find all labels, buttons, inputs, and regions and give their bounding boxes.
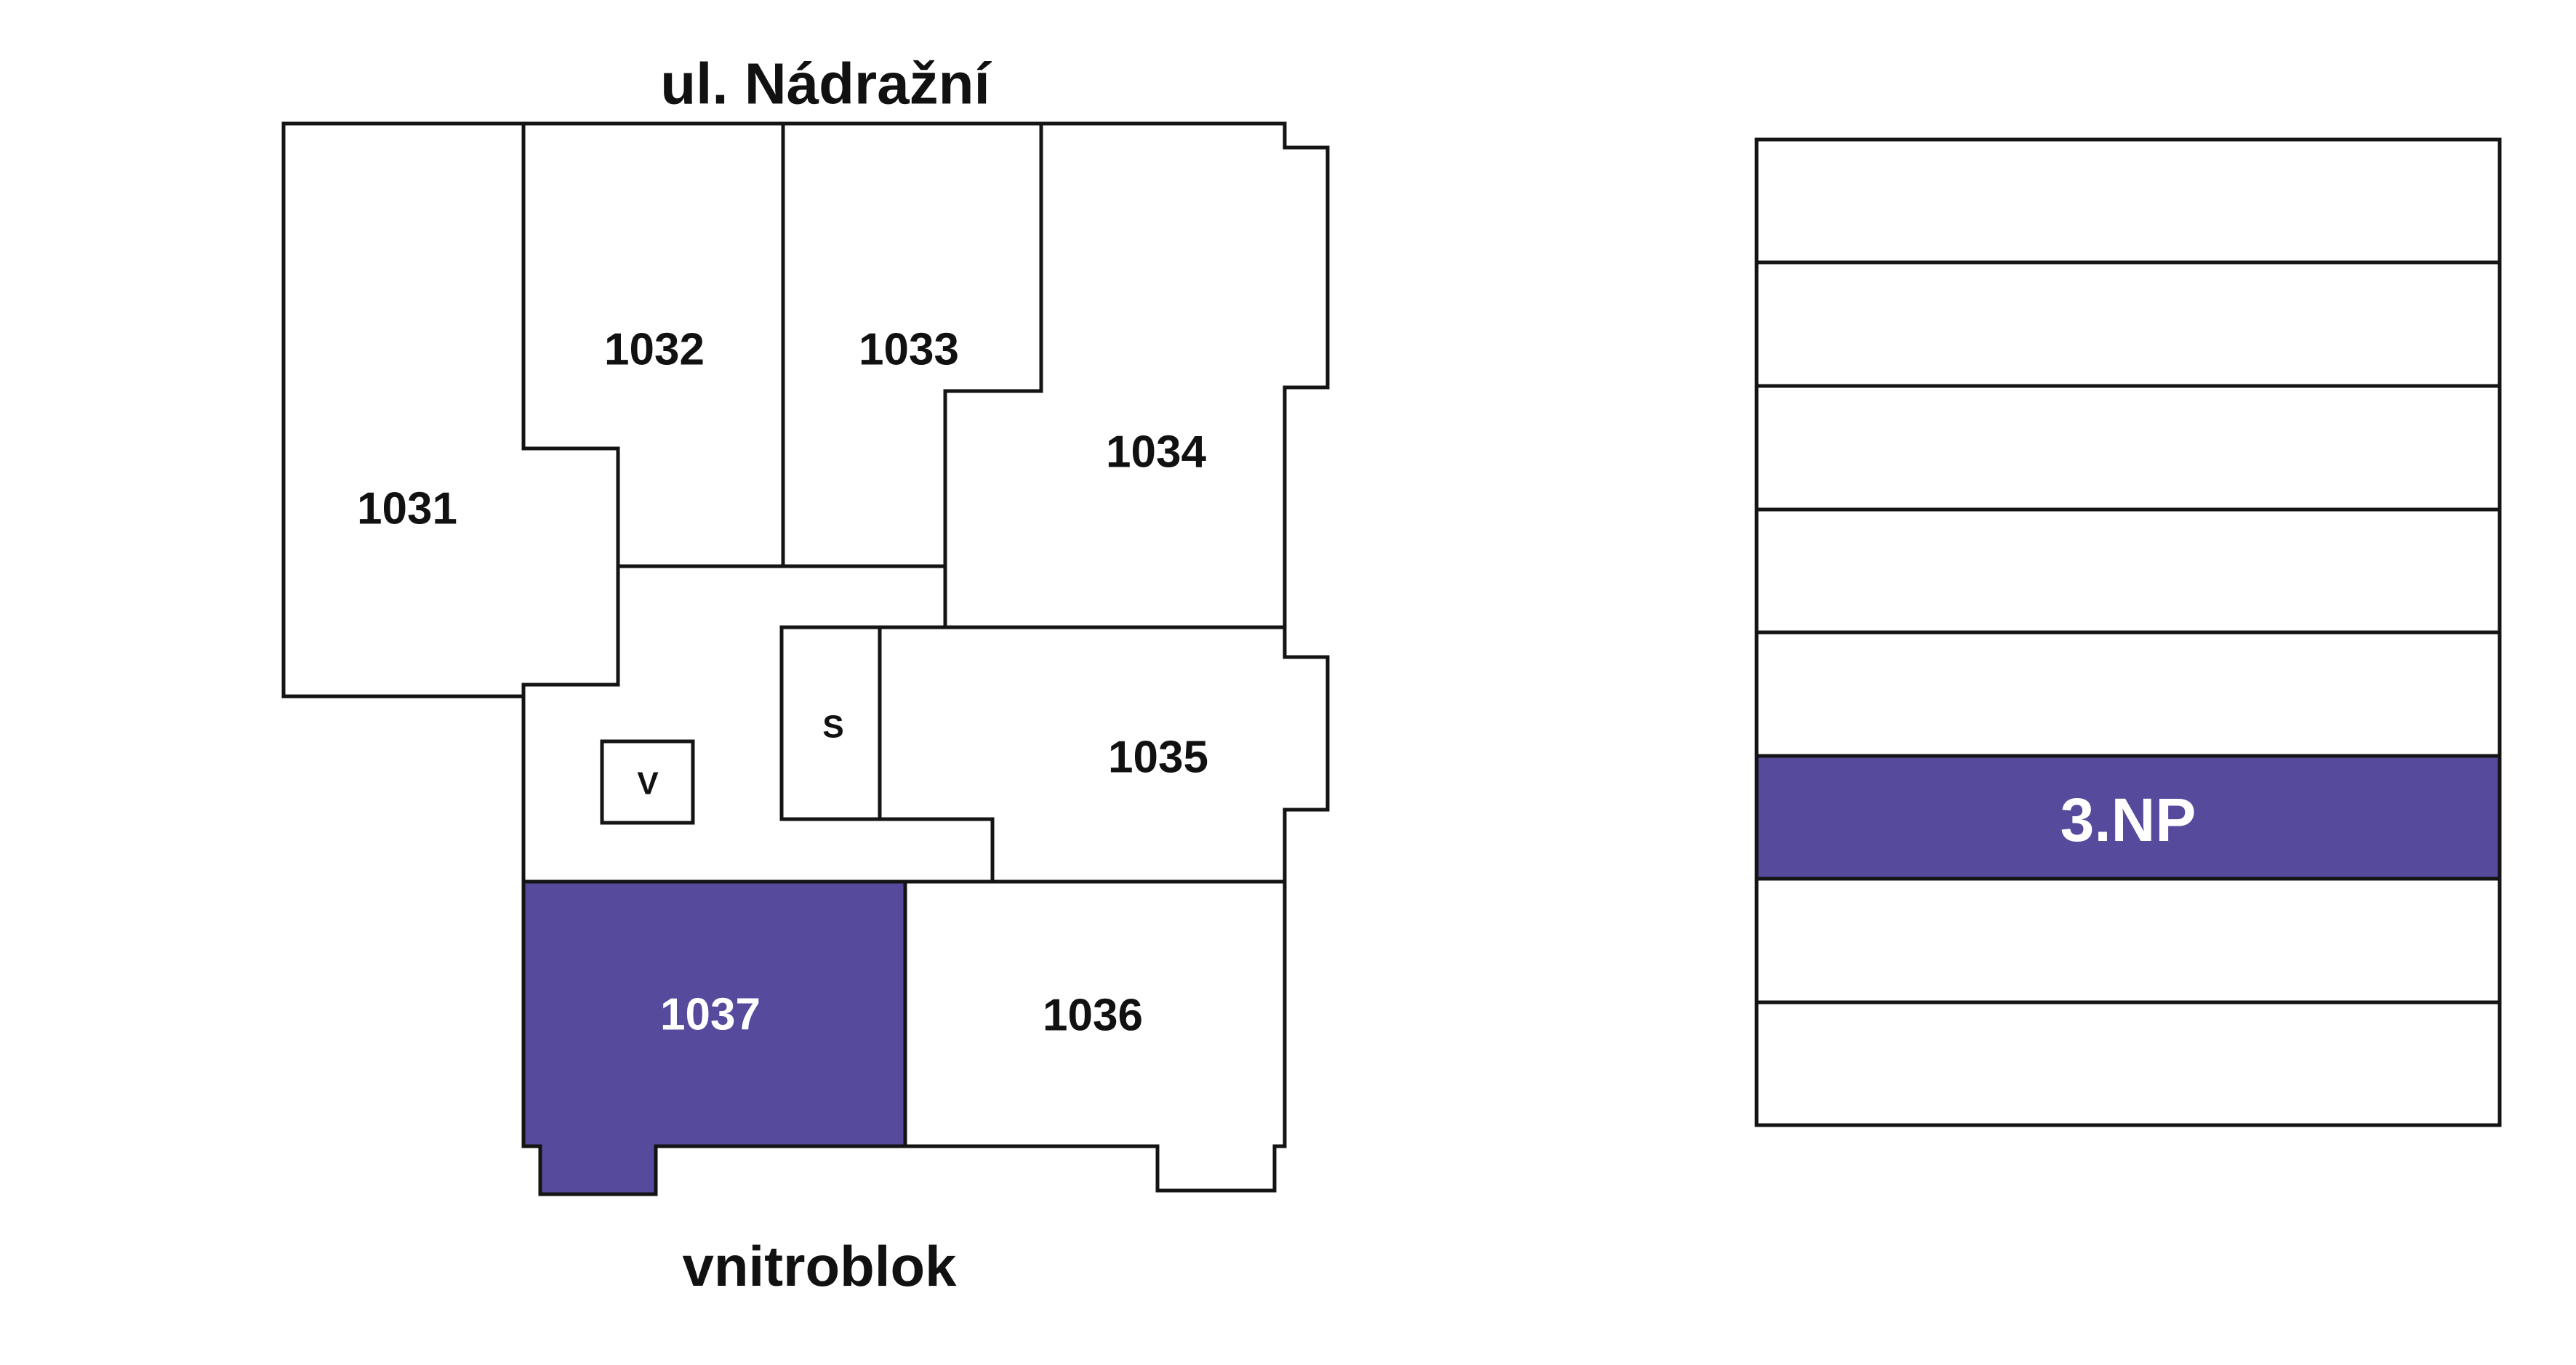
room-label-1034[interactable]: 1034 — [1106, 427, 1206, 478]
room-label-1031[interactable]: 1031 — [357, 484, 457, 534]
street-label: ul. Nádražní — [660, 52, 992, 116]
room-1037-area[interactable] — [523, 882, 905, 1194]
room-label-1033[interactable]: 1033 — [859, 325, 959, 375]
room-label-1037[interactable]: 1037 — [660, 990, 761, 1040]
room-label-1032[interactable]: 1032 — [604, 325, 705, 375]
selected-floor-label[interactable]: 3.NP — [2061, 786, 2196, 854]
elevator-label: V — [637, 766, 659, 802]
room-label-1035[interactable]: 1035 — [1108, 733, 1208, 783]
room-label-1036[interactable]: 1036 — [1043, 991, 1143, 1041]
courtyard-label: vnitroblok — [682, 1234, 957, 1298]
floor-row-3np[interactable] — [1757, 756, 2500, 879]
floorplan-walls — [281, 121, 1330, 1196]
floor-row-divider[interactable] — [1754, 260, 2502, 1004]
floor-stack — [1754, 137, 2502, 1127]
staircase-label: S — [822, 709, 843, 745]
